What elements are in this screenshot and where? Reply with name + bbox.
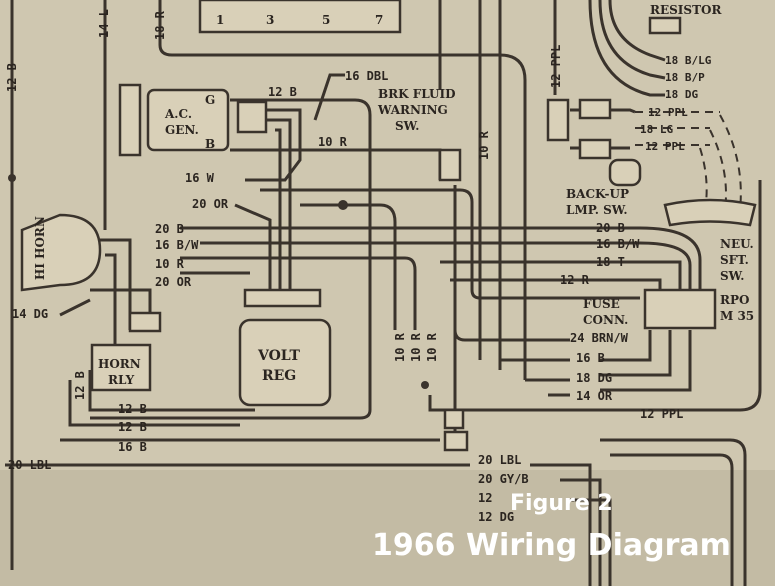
volt-reg-label-2: REG (262, 368, 296, 384)
fuse-conn-label-2: CONN. (583, 313, 628, 327)
wire-label: 12 B (268, 85, 297, 99)
wire-label: 10 R (155, 257, 185, 271)
wire-label: 12 DG (478, 510, 514, 524)
wire-label: 10 R (318, 135, 348, 149)
horn: HI HORN (20, 213, 102, 292)
wire-label: 12 (478, 491, 492, 505)
ac-gen-terminal-g: G (205, 93, 215, 107)
brk-fluid-label-1: BRK FLUID (378, 87, 456, 101)
wire-label: 20 B (596, 221, 625, 235)
ac-gen-terminal-b: B (205, 137, 215, 151)
horn-label: HI HORN (33, 216, 47, 280)
wire-label: 12 B (5, 63, 19, 92)
wire-label: 10 R (409, 332, 423, 362)
wire-label: 18 DG (576, 371, 612, 385)
paper-shadow (0, 470, 775, 586)
neu-sft-sw-label-2: SFT. (720, 253, 749, 267)
wire-label: 18 T (596, 255, 625, 269)
junction-dot (421, 381, 429, 389)
backup-sw-label-1: BACK-UP (566, 187, 629, 201)
junction-dot (338, 200, 348, 210)
junction-dot (8, 174, 16, 182)
vertical-wire-labels: 12 PPL 14 L 18 R 12 B 10 R 12 B 10 R 10 … (5, 9, 563, 400)
resistor (648, 16, 682, 35)
fuse-conn-label-1: FUSE (583, 297, 620, 311)
neu-sft-sw-label-3: SW. (720, 269, 744, 283)
wire-label: 12 PPL (549, 45, 563, 88)
wire-label: 18 DG (665, 88, 698, 101)
top-box-digit-3: 3 (266, 13, 274, 27)
ac-gen-label-1: A.C. (164, 107, 192, 121)
wire-label: 16 B (118, 440, 147, 454)
wire-label: 18 R (153, 10, 167, 40)
wire-label: 16 DBL (345, 69, 388, 83)
wire-label: 12 B (118, 420, 147, 434)
wire-label: 14 OR (576, 389, 613, 403)
top-connector-box: 1 3 5 7 (198, 0, 402, 34)
wire-label: 10 R (477, 130, 491, 160)
wire-label: 10 R (425, 332, 439, 362)
horn-relay-label-1: HORN (98, 357, 141, 371)
wire-label: 12 PPL (640, 407, 683, 421)
wire-label: 20 OR (192, 197, 229, 211)
ac-generator: A.C. GEN. G B (118, 83, 268, 157)
wire-label: 18 LG (640, 123, 673, 136)
rpo-label-2: M 35 (720, 309, 754, 323)
figure-number: Figure 2 (510, 491, 613, 516)
neu-sft-sw-label-1: NEU. (720, 237, 754, 251)
volt-reg-label-1: VOLT (257, 348, 301, 364)
caption: Figure 2 1966 Wiring Diagram (372, 491, 731, 563)
wire-label: 20 GY/B (478, 472, 529, 486)
ac-gen-label-2: GEN. (165, 123, 199, 137)
wire-label: 16 W (185, 171, 215, 185)
backup-lamp-switch: BACK-UP LMP. SW. (546, 98, 757, 227)
fuse-connector: FUSE CONN. NEU. SFT. SW. RPO M 35 (583, 237, 754, 330)
horn-relay-label-2: RLY (108, 373, 135, 387)
voltage-regulator: VOLT REG (238, 288, 332, 407)
wire-label: 20 LBL (8, 458, 51, 472)
wire-label: 20 B (155, 222, 184, 236)
wire-label: 18 B/P (665, 71, 705, 84)
caption-title: 1966 Wiring Diagram (372, 528, 731, 563)
wire-harness (5, 0, 762, 586)
top-box-digit-5: 5 (322, 13, 330, 27)
wire-label: 20 LBL (478, 453, 521, 467)
wire-label: 12 B (73, 371, 87, 400)
brake-fluid-switch: BRK FLUID WARNING SW. (377, 87, 469, 452)
wire-label: 10 R (393, 332, 407, 362)
brk-fluid-label-3: SW. (395, 119, 419, 133)
wire-label: 14 L (97, 9, 111, 38)
wire-label: 16 B/W (155, 238, 199, 252)
wire-label: 14 DG (12, 307, 48, 321)
wire-label: 12 B (118, 402, 147, 416)
wire-label: 12 R (560, 273, 590, 287)
wire-label: 24 BRN/W (570, 331, 629, 345)
wire-label: 12 PPL (645, 140, 685, 153)
brk-fluid-label-2: WARNING (377, 103, 448, 117)
backup-sw-label-2: LMP. SW. (566, 203, 628, 217)
top-box-digit-7: 7 (375, 13, 383, 27)
wire-label: 20 OR (155, 275, 192, 289)
wire-label: 16 B (576, 351, 605, 365)
resistor-label: RESISTOR (650, 3, 722, 17)
wire-labels: 12 B 16 DBL 10 R 16 W 20 OR 20 B 16 B/W … (8, 54, 712, 524)
wire-label: 16 B/W (596, 237, 640, 251)
horn-relay: HORN RLY (90, 311, 162, 392)
wire-label: 18 B/LG (665, 54, 712, 67)
rpo-label-1: RPO (720, 293, 749, 307)
top-box-digit-1: 1 (216, 13, 224, 27)
wire-label: 12 PPL (648, 106, 688, 119)
